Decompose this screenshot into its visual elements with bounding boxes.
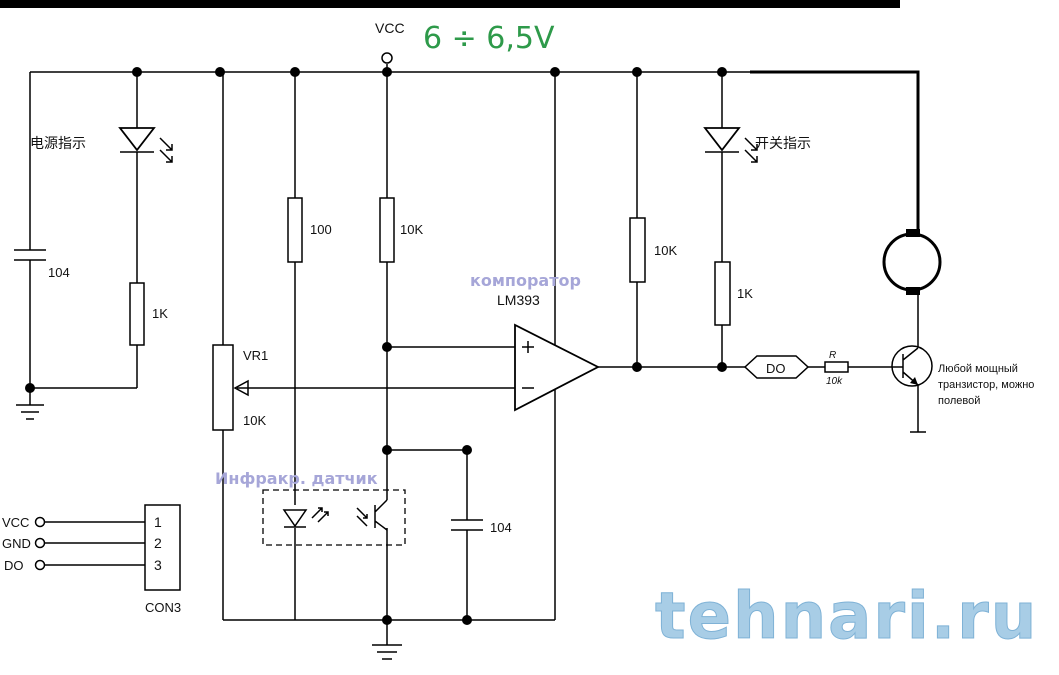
connector-terminals: [34, 516, 46, 571]
cap-sensor-label: 104: [490, 520, 512, 535]
connector-pin-3: 3: [154, 557, 162, 573]
capacitor-sensor-icon: [451, 519, 483, 531]
watermark: tehnari.ru: [655, 580, 1038, 654]
ground-left-icon: [16, 388, 44, 420]
comparator-icon: [514, 323, 600, 412]
do-net-label: DO: [766, 361, 786, 376]
r-output-pullup-label: 10K: [654, 243, 677, 258]
transistor-note-line2: транзистор, можно: [938, 379, 1034, 391]
r-led-power-label: 1K: [152, 306, 168, 321]
r-base-name: R: [829, 350, 836, 361]
r-base-value: 10k: [826, 376, 843, 387]
do-net-tag-icon: [743, 355, 810, 379]
led-power-icon: [118, 127, 173, 163]
resistor-10k-mid-icon: [379, 197, 395, 263]
resistors: [129, 197, 849, 431]
wiper-arrow-icon: [233, 379, 249, 397]
led-power-label: 电源指示: [30, 135, 86, 151]
ground-bottom-icon: [372, 644, 402, 660]
transistor-note-line1: Любой мощный: [938, 363, 1018, 375]
junction-dots: [25, 67, 727, 625]
connector-pin-2: 2: [154, 535, 162, 551]
r-pullup-mid-label: 10K: [400, 222, 423, 237]
top-bar: [0, 0, 900, 8]
transistor-icon: [891, 345, 933, 387]
wires: [29, 64, 920, 645]
connector-net-vcc: VCC: [2, 515, 29, 530]
connector-net-gnd: GND: [2, 536, 31, 551]
comparator-name: LM393: [497, 292, 540, 308]
vcc-label: VCC: [375, 20, 405, 36]
ir-sensor-icon: [262, 489, 406, 546]
cap-left-label: 104: [48, 265, 70, 280]
sensor-note: Инфракр. датчик: [215, 469, 378, 488]
comparator-note: компоратор: [470, 271, 581, 290]
vr1-name-label: VR1: [243, 348, 268, 363]
capacitor-left-icon: [14, 249, 46, 261]
resistor-1k-switch-icon: [714, 261, 731, 326]
resistor-100-icon: [287, 197, 303, 263]
connector-con3-icon: [144, 504, 181, 591]
voltage-note: 6 ÷ 6,5V: [423, 21, 555, 56]
led-switch-label: 开关指示: [755, 135, 811, 151]
resistor-10k-output-icon: [629, 217, 646, 283]
connector-name: CON3: [145, 600, 181, 615]
motor-icon: [882, 229, 942, 295]
vcc-terminal-icon: [381, 52, 393, 64]
transistor-note-line3: полевой: [938, 395, 980, 407]
potentiometer-vr1-icon: [212, 344, 234, 431]
r-ir-led-label: 100: [310, 222, 332, 237]
vr1-value-label: 10K: [243, 413, 266, 428]
connector-pin-1: 1: [154, 514, 162, 530]
resistor-base-icon: [824, 361, 849, 373]
resistor-1k-power-icon: [129, 282, 145, 346]
r-led-switch-label: 1K: [737, 286, 753, 301]
led-switch-icon: [703, 127, 758, 163]
connector-net-do: DO: [4, 558, 24, 573]
